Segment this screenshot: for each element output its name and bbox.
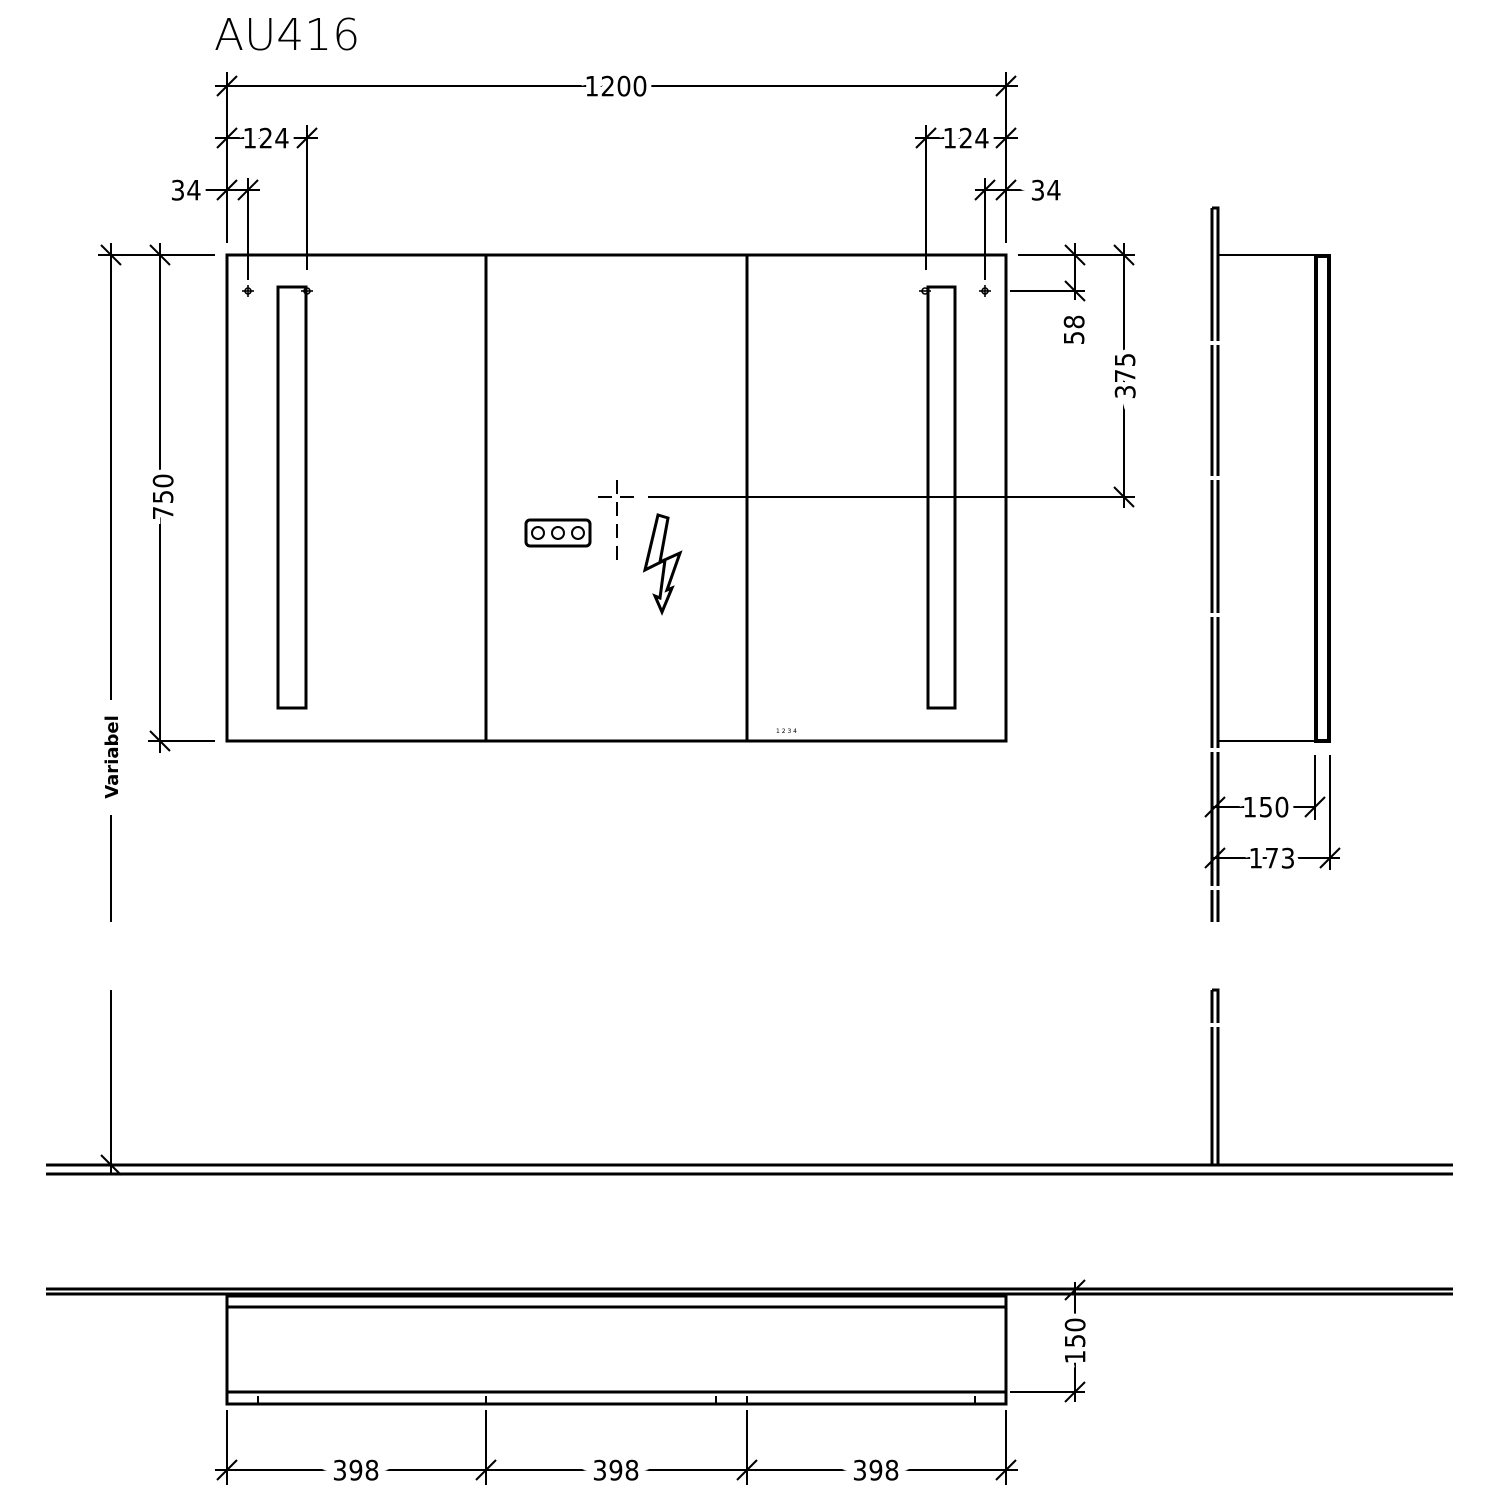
dim-hole-top: 58 — [1058, 314, 1091, 346]
dimension-lines — [98, 72, 1341, 1485]
electricity-icon — [642, 513, 683, 616]
dim-total-width: 1200 — [584, 70, 648, 103]
dim-right-hole: 34 — [1030, 174, 1062, 207]
top-view — [46, 1287, 1453, 1406]
side-view — [1210, 206, 1331, 1165]
dim-side-total: 173 — [1248, 842, 1296, 875]
dim-left-hole: 34 — [170, 174, 202, 207]
dim-socket-top: 375 — [1109, 352, 1142, 400]
dim-variable: Variabel — [102, 715, 123, 799]
dim-door-3: 398 — [852, 1454, 900, 1487]
mounting-holes — [242, 285, 991, 297]
crosshair-marker — [598, 480, 638, 562]
control-panel: 1 2 3 4 — [776, 728, 797, 735]
floor-line — [46, 1163, 1453, 1176]
left-light-bar — [276, 285, 308, 710]
socket-icon — [524, 518, 592, 548]
dim-height: 750 — [147, 473, 180, 521]
dim-left-light: 124 — [242, 122, 290, 155]
dim-door-1: 398 — [332, 1454, 380, 1487]
model-title: AU416 — [214, 10, 360, 61]
dim-top-depth: 150 — [1059, 1317, 1092, 1365]
dim-door-2: 398 — [592, 1454, 640, 1487]
dim-right-light: 124 — [942, 122, 990, 155]
dim-side-body: 150 — [1242, 791, 1290, 824]
